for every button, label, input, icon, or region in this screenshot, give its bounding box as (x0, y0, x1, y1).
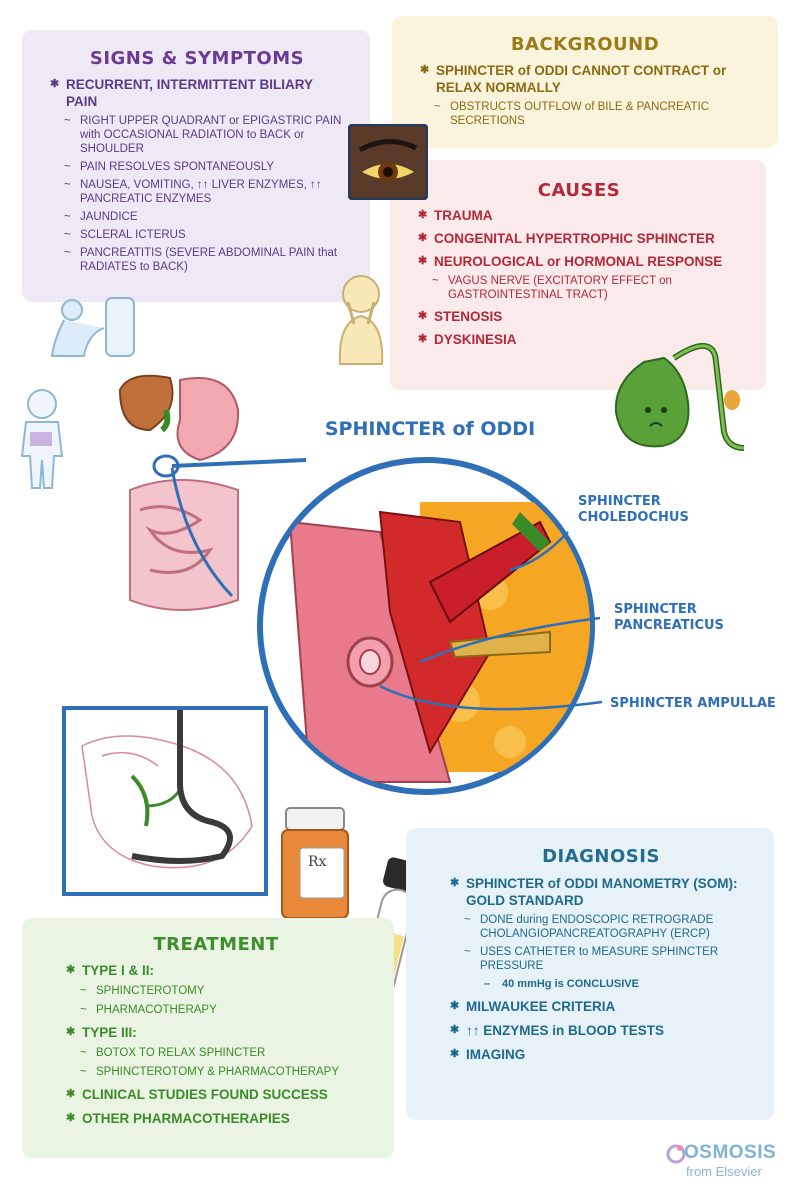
osmosis-logo: OSMOSIS from Elsevier (666, 1138, 786, 1188)
diagnosis-sub-item: DONE during ENDOSCOPIC RETROGRADE CHOLAN… (464, 913, 752, 941)
treatment-item: PHARMACOTHERAPY (80, 1003, 366, 1017)
body-outline-icon (20, 389, 64, 489)
signs-title: SIGNS & SYMPTOMS (89, 48, 305, 69)
signs-item: JAUNDICE (64, 210, 344, 224)
treatment-panel: TREATMENT TYPE I & II: SPHINCTEROTOMY PH… (22, 918, 394, 1158)
cause-item: CONGENITAL HYPERTROPHIC SPHINCTER (418, 230, 740, 247)
treatment-item-other: OTHER PHARMACOTHERAPIES (66, 1110, 366, 1127)
diagnosis-sub-item: USES CATHETER to MEASURE SPHINCTER PRESS… (464, 945, 752, 973)
background-panel: BACKGROUND SPHINCTER of ODDI CANNOT CONT… (392, 16, 778, 148)
ercp-endoscope-illustration (62, 706, 268, 896)
diagnosis-subsub-item: 40 mmHg is CONCLUSIVE (484, 977, 752, 991)
cause-item: TRAUMA (418, 207, 740, 224)
zoom-connector (170, 458, 307, 598)
cause-item: NEUROLOGICAL or HORMONAL RESPONSE (418, 253, 740, 270)
background-title: BACKGROUND (510, 34, 660, 55)
signs-symptoms-panel: SIGNS & SYMPTOMS RECURRENT, INTERMITTENT… (22, 30, 370, 302)
cause-item: STENOSIS (418, 308, 740, 325)
figure-title: SPHINCTER of ODDI (324, 418, 536, 440)
treatment-type-3: TYPE III: (66, 1024, 366, 1041)
distressed-person-icon (338, 275, 384, 365)
treatment-item-clinical: CLINICAL STUDIES FOUND SUCCESS (66, 1086, 366, 1103)
treatment-type-1-2: TYPE I & II: (66, 962, 366, 979)
signs-item: SCLERAL ICTERUS (64, 228, 344, 242)
sphincter-anatomy-figure (257, 457, 603, 795)
eye-icon (348, 124, 428, 200)
diagnosis-item: IMAGING (450, 1046, 752, 1063)
diagnosis-main-item: SPHINCTER of ODDI MANOMETRY (SOM): GOLD … (450, 875, 752, 909)
label-sphincter-choledochus: SPHINCTER CHOLEDOCHUS (578, 494, 689, 525)
diagnosis-title: DIAGNOSIS (542, 846, 660, 867)
vomiting-person-icon (50, 297, 135, 357)
diagnosis-item: MILWAUKEE CRITERIA (450, 998, 752, 1015)
signs-item: NAUSEA, VOMITING, ↑↑ LIVER ENZYMES, ↑↑ P… (64, 178, 344, 206)
rx-symbol: Rx (308, 854, 327, 870)
label-sphincter-pancreaticus: SPHINCTER PANCREATICUS (614, 602, 724, 633)
treatment-title: TREATMENT (153, 934, 279, 955)
gallbladder-illustration (614, 342, 745, 451)
causes-title: CAUSES (537, 180, 621, 201)
pill-bottle-icon: Rx (281, 807, 349, 919)
signs-main-item: RECURRENT, INTERMITTENT BILIARY PAIN (50, 76, 344, 110)
logo-name: OSMOSIS (684, 1142, 777, 1163)
signs-item: RIGHT UPPER QUADRANT or EPIGASTRIC PAIN … (64, 114, 344, 156)
osmosis-logo-icon (666, 1144, 686, 1164)
logo-subtitle: from Elsevier (686, 1164, 762, 1179)
treatment-item: SPHINCTEROTOMY (80, 984, 366, 998)
cause-sub-item: VAGUS NERVE (EXCITATORY EFFECT on GASTRO… (432, 274, 740, 302)
treatment-item: BOTOX TO RELAX SPHINCTER (80, 1046, 366, 1060)
diagnosis-panel: DIAGNOSIS SPHINCTER of ODDI MANOMETRY (S… (406, 828, 774, 1120)
background-main-item: SPHINCTER of ODDI CANNOT CONTRACT or REL… (420, 62, 750, 96)
background-sub-item: OBSTRUCTS OUTFLOW of BILE & PANCREATIC S… (434, 100, 750, 128)
causes-panel: CAUSES TRAUMA CONGENITAL HYPERTROPHIC SP… (390, 160, 766, 390)
signs-item: PAIN RESOLVES SPONTANEOUSLY (64, 160, 344, 174)
diagnosis-item: ↑↑ ENZYMES in BLOOD TESTS (450, 1022, 752, 1039)
label-sphincter-ampullae: SPHINCTER AMPULLAE (610, 696, 776, 711)
signs-item: PANCREATITIS (SEVERE ABDOMINAL PAIN that… (64, 246, 344, 274)
treatment-item: SPHINCTEROTOMY & PHARMACOTHERAPY (80, 1065, 366, 1079)
cause-item: DYSKINESIA (418, 331, 740, 348)
